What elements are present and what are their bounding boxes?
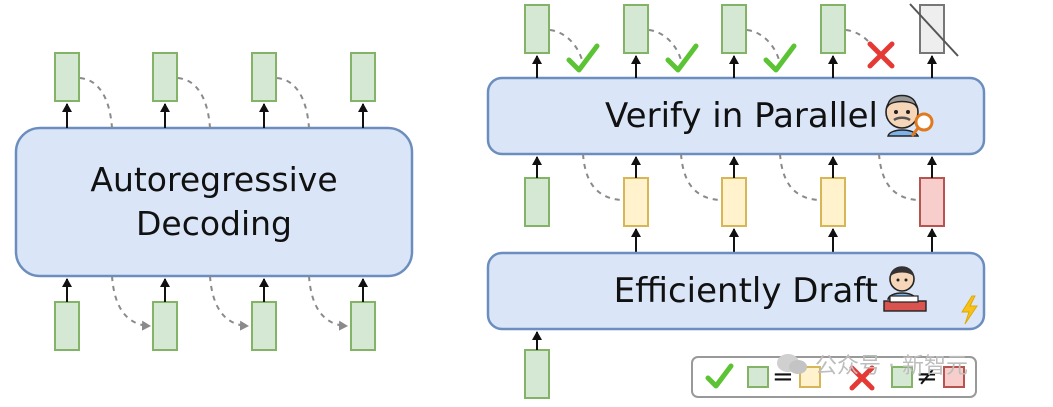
legend-check-icon (705, 363, 734, 389)
verified-output-tokens (524, 4, 846, 54)
ar-input-token (350, 301, 376, 351)
draft-output-arrows (631, 228, 937, 253)
ar-input-token (54, 301, 80, 351)
verified-token (524, 4, 550, 54)
ar-output-token (251, 52, 277, 102)
verify-output-arrows (532, 55, 937, 78)
draft-token-accepted (820, 177, 846, 227)
watermark-text: 公众号 · 新智元 (815, 354, 968, 379)
verify-context-token (524, 177, 550, 227)
ar-output-tokens (54, 52, 376, 102)
draft-token-accepted (623, 177, 649, 227)
legend-yellow-token (799, 366, 821, 388)
legend-red-token (943, 366, 965, 388)
autoregressive-decoding-block (14, 126, 414, 278)
ar-input-arrows (62, 278, 368, 302)
verify-top-curves (549, 29, 877, 61)
ar-input-tokens (54, 301, 376, 351)
lightning-icon (961, 295, 978, 325)
ar-input-token (251, 301, 277, 351)
ar-input-token (152, 301, 178, 351)
verified-token (721, 4, 747, 54)
ar-output-token (54, 52, 80, 102)
draft-token-rejected (919, 177, 945, 227)
legend-not-equals-sign: ≠ (916, 362, 938, 392)
cross-icon (867, 41, 895, 69)
ar-output-token (350, 52, 376, 102)
watermark: 公众号 · 新智元 (775, 349, 1035, 379)
legend-green-token (747, 366, 769, 388)
discarded-token (909, 3, 959, 57)
verify-input-arrows (532, 156, 937, 178)
ar-output-arrows (62, 103, 368, 128)
inspector-magnifier-icon (885, 94, 934, 137)
verified-token (820, 4, 846, 54)
wechat-icon (777, 354, 807, 374)
draft-token-accepted (721, 177, 747, 227)
legend-cross-icon (849, 365, 875, 391)
verify-in-parallel-block (486, 76, 986, 156)
draft-chain-curves (582, 153, 918, 201)
efficiently-draft-block (486, 251, 986, 331)
ar-feedback-curves-bottom (111, 275, 348, 331)
verified-token (623, 4, 649, 54)
legend-green-token-2 (891, 366, 913, 388)
check-icon (566, 43, 797, 73)
writer-at-desk-icon (883, 266, 927, 312)
draft-tokens (623, 177, 945, 227)
ar-output-token (152, 52, 178, 102)
draft-input-token (524, 349, 550, 399)
